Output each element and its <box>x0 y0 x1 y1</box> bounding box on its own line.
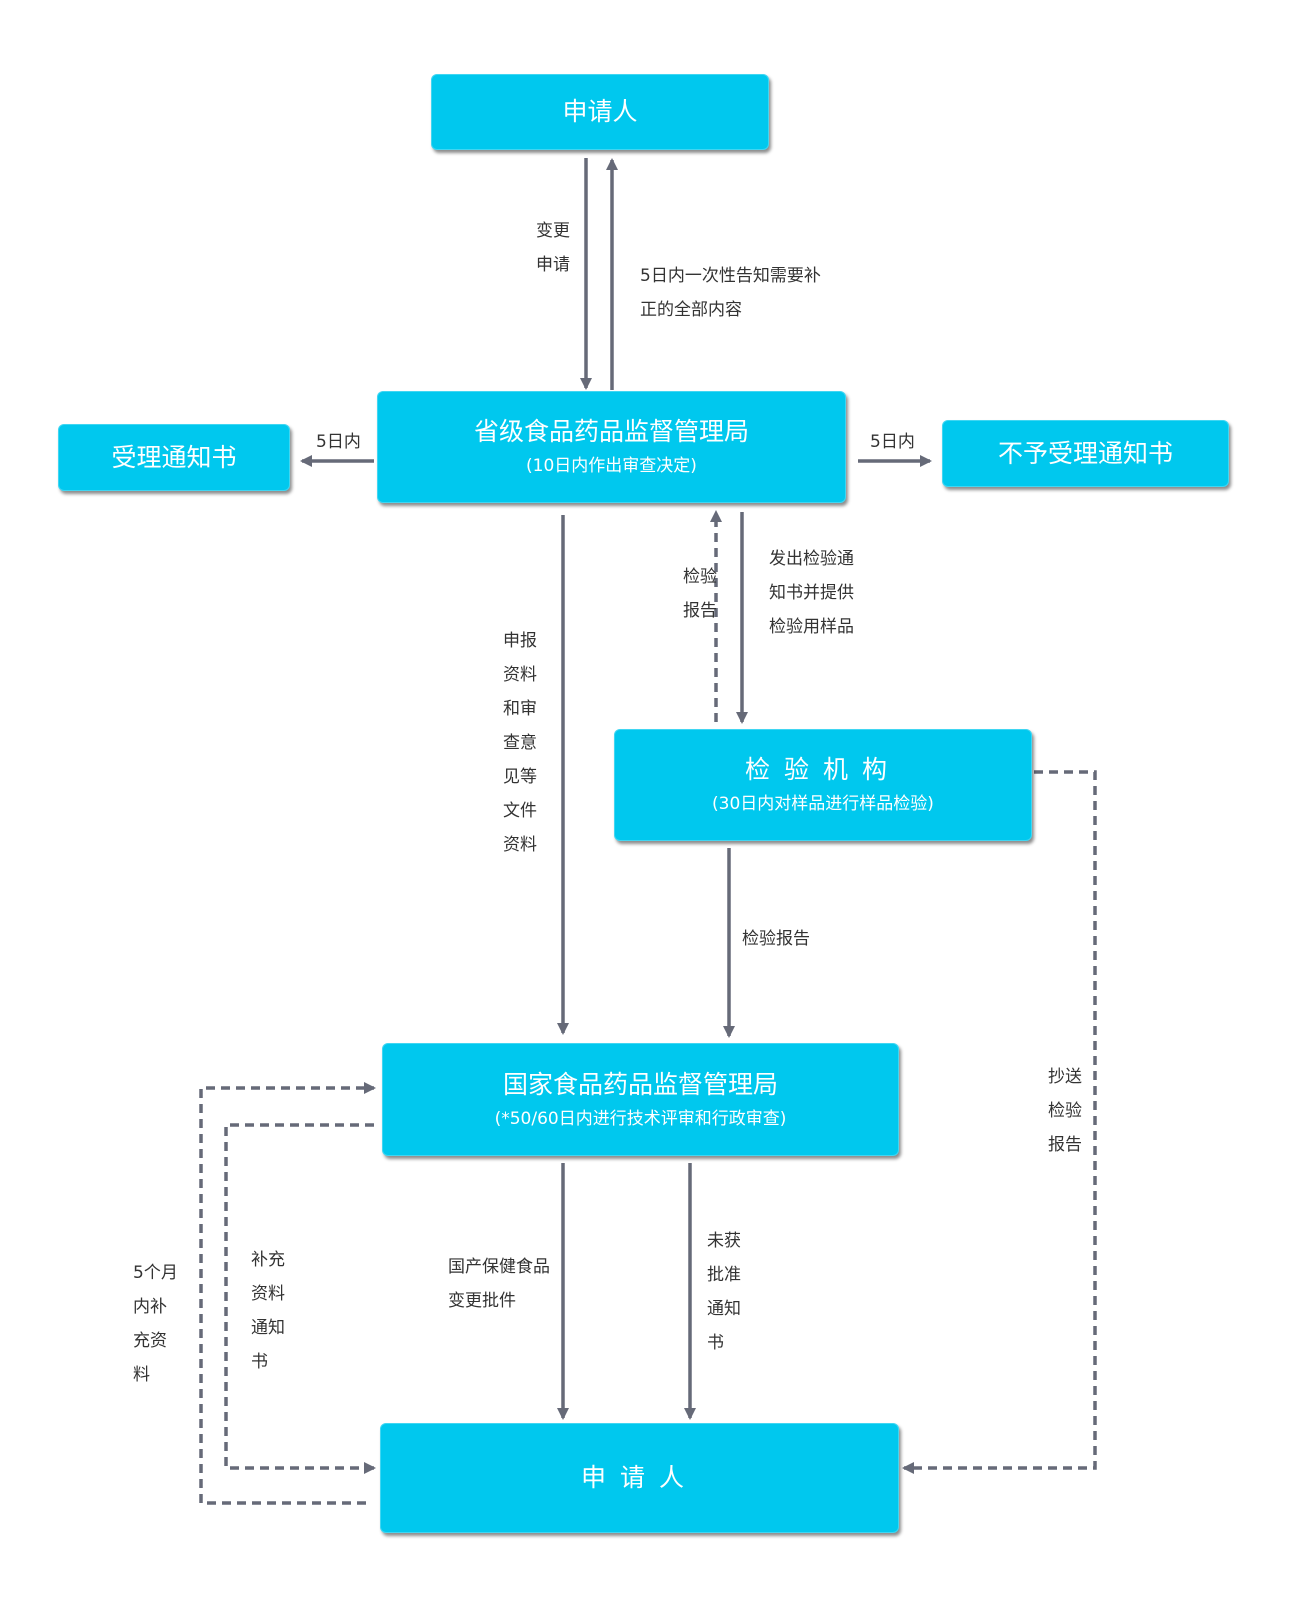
label-send-inspection: 发出检验通知书并提供检验用样品 <box>769 542 855 644</box>
node-provincial-fda: 省级食品药品监督管理局 (10日内作出审查决定) <box>377 391 846 503</box>
label-supplement-5months: 5个月内补充资料 <box>133 1256 179 1392</box>
label-domestic-approval-text: 国产保健食品变更批件 <box>448 1257 550 1311</box>
arrow-copy-report <box>902 770 1097 1474</box>
label-supplement-notice: 补充资料通知书 <box>251 1243 295 1379</box>
node-reject-notice-label: 不予受理通知书 <box>997 438 1173 468</box>
label-copy-report: 抄送检验报告 <box>1048 1067 1082 1155</box>
node-national-title: 国家食品药品监督管理局 <box>502 1069 778 1099</box>
node-accept-notice: 受理通知书 <box>58 424 290 491</box>
label-not-approved-text: 未获批准通知书 <box>707 1231 741 1353</box>
label-supplement-notice-text: 补充资料通知书 <box>251 1250 285 1372</box>
node-applicant-top-label: 申请人 <box>562 97 638 126</box>
node-inspection-subtitle: (30日内对样品进行样品检验) <box>712 794 934 814</box>
node-accept-notice-label: 受理通知书 <box>111 442 237 472</box>
node-applicant-bottom-label: 申请人 <box>580 1463 698 1492</box>
label-submit-docs-text: 申报资料和审查意见等文件资料 <box>503 631 537 855</box>
label-inspection-report-up: 检验报告 <box>683 567 717 621</box>
label-change-request: 变更申请 <box>536 221 570 275</box>
label-notify-supplement: 5日内一次性告知需要补正的全部内容 <box>640 259 830 327</box>
arrow-supplement-5months <box>199 1082 376 1505</box>
label-inspection-report-down: 检验报告 <box>742 929 810 949</box>
node-applicant-bottom: 申请人 <box>380 1423 899 1533</box>
label-left-5days: 5日内 <box>316 432 361 452</box>
node-inspection-agency: 检验机构 (30日内对样品进行样品检验) <box>614 729 1032 841</box>
node-provincial-subtitle: (10日内作出审查决定) <box>526 456 697 476</box>
label-not-approved: 未获批准通知书 <box>707 1224 751 1360</box>
label-notify-supplement-text: 5日内一次性告知需要补正的全部内容 <box>640 266 821 320</box>
node-applicant-top: 申请人 <box>431 74 769 150</box>
node-national-subtitle: (*50/60日内进行技术评审和行政审查) <box>494 1108 787 1129</box>
node-reject-notice: 不予受理通知书 <box>942 420 1229 487</box>
node-provincial-title: 省级食品药品监督管理局 <box>473 417 749 446</box>
arrow-supplement-notice <box>224 1123 376 1474</box>
label-send-inspection-text: 发出检验通知书并提供检验用样品 <box>769 549 854 637</box>
label-submit-docs: 申报资料和审查意见等文件资料 <box>503 624 545 862</box>
node-national-fda: 国家食品药品监督管理局 (*50/60日内进行技术评审和行政审查) <box>382 1043 899 1156</box>
label-right-5days: 5日内 <box>870 432 915 452</box>
node-inspection-title: 检验机构 <box>744 755 901 784</box>
label-supplement-5months-text: 5个月内补充资料 <box>133 1263 178 1385</box>
label-domestic-approval: 国产保健食品变更批件 <box>448 1250 554 1318</box>
